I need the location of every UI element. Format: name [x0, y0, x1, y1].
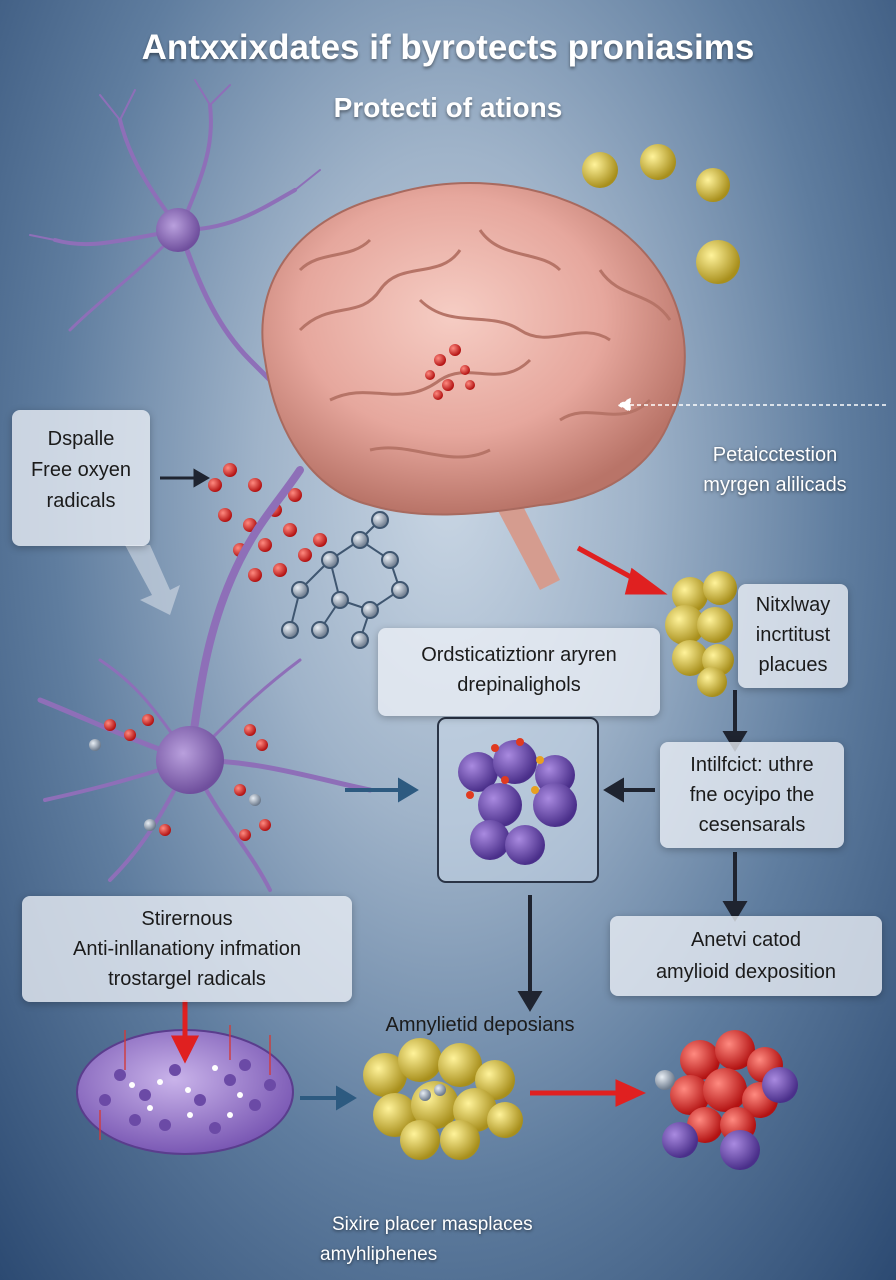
main-title: Antxxixdates if byrotects proniasims — [141, 28, 755, 67]
middle-box: Ordsticatiztionr aryren drepinalighols — [378, 628, 660, 716]
arrow-down-2 — [722, 852, 748, 922]
intilficit-box: Intilfcict: uthre fne ocyipo the cesensa… — [660, 742, 844, 848]
free-radicals-box: Dspalle Free oxyen radicals — [12, 410, 150, 546]
arrow-disc-to-deposits — [300, 1085, 357, 1111]
brain-illustration — [261, 181, 686, 590]
arrow-box-to-neuron — [125, 545, 180, 615]
arrow-down-1 — [722, 690, 748, 752]
anetvi-box: Anetvi catod amylioid dexposition — [610, 916, 882, 996]
arrow-dashed — [616, 397, 886, 413]
free-radicals-line-1: Dspalle — [47, 428, 115, 450]
protein-panel — [437, 717, 599, 883]
arrow-neuron-to-panel — [345, 777, 419, 803]
intilficit-line-2: fne ocyipo the — [689, 784, 815, 806]
middle-box-line-1: Ordsticatiztionr aryren — [421, 644, 617, 666]
plaques-line-3: placues — [758, 654, 828, 676]
arrow-red-down — [170, 1000, 200, 1064]
plaques-line-2: incrtitust — [755, 624, 831, 646]
arrows — [99, 397, 886, 1140]
anti-inflammatory-line-3: trostargel radicals — [108, 968, 266, 990]
bottom-caption: Sixire placer masplaces amyhliphenes — [300, 1210, 620, 1270]
arrow-to-radicals — [160, 468, 210, 488]
anetvi-line-2: amylioid dexposition — [655, 961, 837, 983]
amyloid-plaque-upper — [665, 571, 737, 697]
plaques-box: Nitxlway incrtitust placues — [738, 584, 848, 688]
arrow-red-deposits-to-aggregate — [530, 1079, 647, 1107]
anti-inflammatory-box: Stirernous Anti-inllanationy infmation t… — [22, 896, 352, 1002]
anti-inflammatory-line-1: Stirernous — [141, 908, 233, 930]
heat-arrows — [99, 1025, 271, 1140]
brain-radicals — [425, 344, 475, 400]
right-top-text: Petaicctestion myrgen alilicads — [660, 440, 890, 500]
free-radicals-line-2: Free oxyen — [30, 459, 132, 481]
anti-inflammatory-line-2: Anti-inllanationy infmation — [73, 938, 301, 960]
aggregate-cluster — [655, 1030, 798, 1170]
molecule-network — [281, 511, 409, 649]
amyloid-cluster-small — [582, 144, 740, 284]
right-top-line-2: myrgen alilicads — [703, 474, 847, 496]
free-radicals-line-3: radicals — [46, 490, 116, 512]
arrow-left-to-panel — [603, 777, 655, 803]
anetvi-line-1: Anetvi catod — [690, 929, 802, 951]
arrow-red-brain-to-plaque — [576, 545, 668, 595]
bottom-caption-line-1: Sixire placer masplaces — [332, 1214, 533, 1235]
right-top-line-1: Petaicctestion — [712, 444, 838, 466]
arrow-panel-down — [517, 895, 543, 1012]
subtitle: Protecti of ations — [333, 92, 563, 123]
intilficit-line-1: Intilfcict: uthre — [690, 754, 814, 776]
free-radical-cluster — [208, 463, 327, 582]
middle-box-line-2: drepinalighols — [457, 674, 581, 696]
plaques-line-1: Nitxlway — [755, 594, 831, 616]
amyloid-deposits-label: Amnylietid deposians — [385, 1014, 575, 1036]
bottom-caption-line-2: amyhliphenes — [320, 1244, 438, 1265]
amyloid-deposits-cluster — [363, 1038, 523, 1160]
neuron-radicals — [89, 714, 271, 841]
inflamed-tissue-disc — [76, 1029, 294, 1155]
intilficit-line-3: cesensarals — [698, 814, 806, 836]
